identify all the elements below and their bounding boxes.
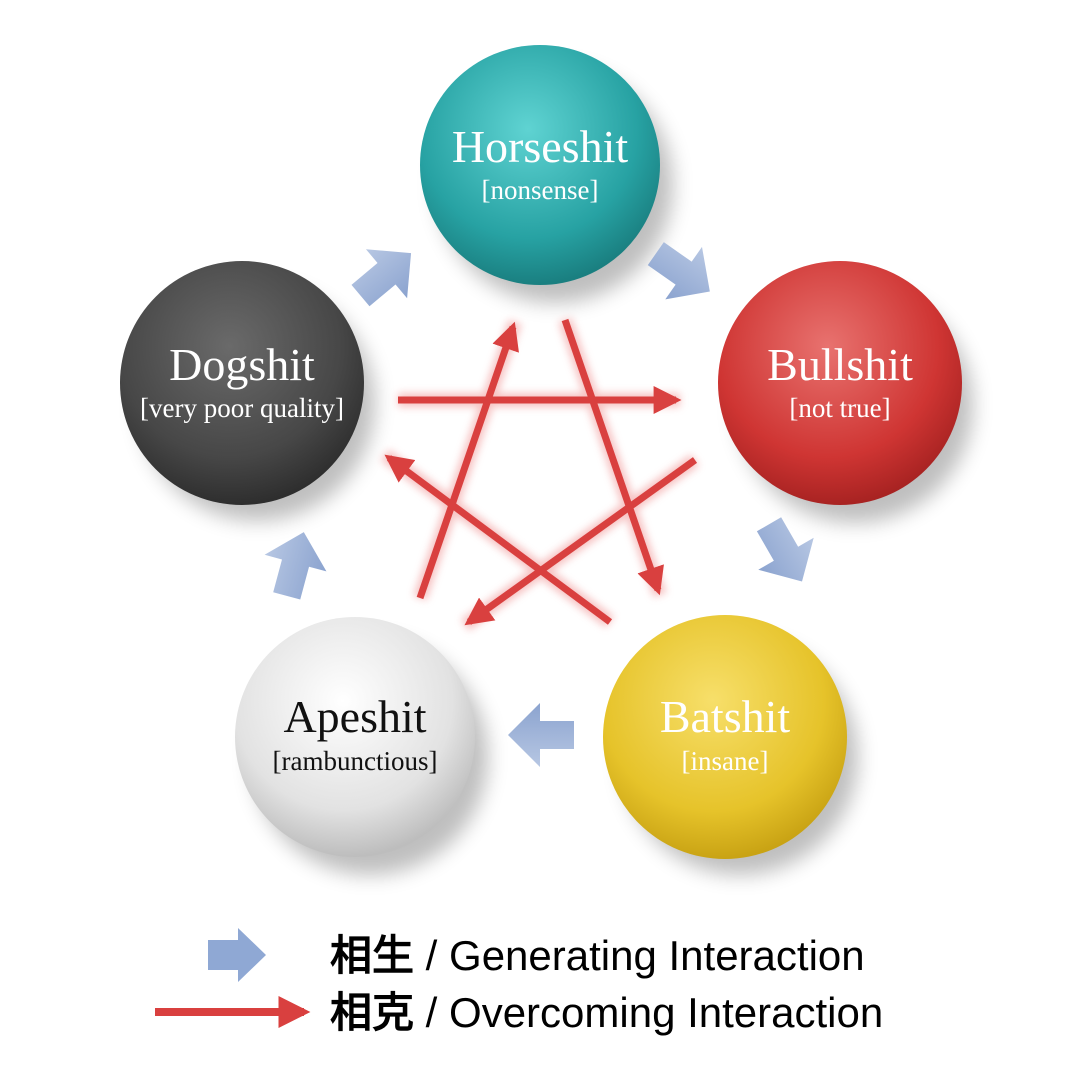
horseshit-circle bbox=[420, 45, 660, 285]
element-subtitle: [very poor quality] bbox=[140, 393, 344, 423]
element-apeshit: Apeshit [rambunctious] bbox=[235, 617, 475, 857]
overcoming-arrow-icon bbox=[384, 454, 613, 625]
element-title: Horseshit bbox=[452, 121, 629, 172]
legend-generating: 相生 / Generating Interaction bbox=[330, 931, 865, 980]
legend: 相生 / Generating Interaction 相克 / Overcom… bbox=[155, 928, 883, 1037]
element-horseshit: Horseshit [nonsense] bbox=[420, 45, 660, 285]
generating-arrow-icon bbox=[647, 242, 710, 300]
generating-arrow-icon bbox=[756, 517, 814, 582]
generating-arrow-icon bbox=[264, 532, 327, 600]
element-title: Batshit bbox=[660, 691, 791, 742]
overcoming-arrow-icon bbox=[464, 457, 698, 626]
dogshit-circle bbox=[120, 261, 364, 505]
overcoming-arrow-icon bbox=[416, 321, 519, 600]
generating-arrow-icon bbox=[351, 249, 412, 307]
element-title: Bullshit bbox=[767, 339, 913, 390]
element-subtitle: [rambunctious] bbox=[273, 746, 438, 776]
legend-overcoming: 相克 / Overcoming Interaction bbox=[330, 988, 883, 1037]
apeshit-circle bbox=[235, 617, 475, 857]
element-title: Dogshit bbox=[169, 339, 315, 390]
batshit-circle bbox=[603, 615, 847, 859]
generating-arrow-icon bbox=[508, 703, 574, 767]
element-subtitle: [nonsense] bbox=[482, 175, 599, 205]
element-bullshit: Bullshit [not true] bbox=[718, 261, 962, 505]
element-dogshit: Dogshit [very poor quality] bbox=[120, 261, 364, 505]
element-title: Apeshit bbox=[283, 691, 426, 742]
element-subtitle: [insane] bbox=[682, 746, 769, 776]
generating-legend-arrow-icon bbox=[208, 928, 266, 982]
bullshit-circle bbox=[718, 261, 962, 505]
element-batshit: Batshit [insane] bbox=[603, 615, 847, 859]
element-subtitle: [not true] bbox=[789, 393, 890, 423]
overcoming-arrow-icon bbox=[561, 318, 664, 596]
